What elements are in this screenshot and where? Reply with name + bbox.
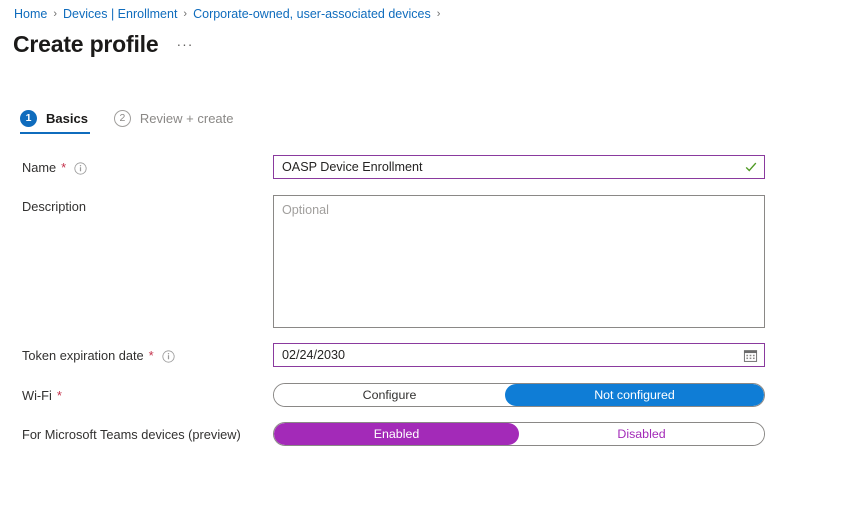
wifi-option-configure[interactable]: Configure [274, 384, 505, 406]
token-expiration-date-label: Token expiration date * [22, 348, 175, 364]
wifi-field-wrapper: Configure Not configured [273, 383, 765, 407]
wifi-label-text: Wi-Fi [22, 388, 52, 403]
valid-check-icon [744, 160, 758, 174]
name-label-text: Name [22, 160, 57, 175]
description-label-text: Description [22, 199, 87, 214]
breadcrumb-item-devices-enrollment[interactable]: Devices | Enrollment [63, 7, 178, 21]
name-required-asterisk: * [61, 160, 67, 175]
tab-review-create-label: Review + create [139, 111, 234, 126]
teams-devices-toggle[interactable]: Enabled Disabled [273, 422, 765, 446]
wifi-required-asterisk: * [56, 388, 62, 403]
more-options-icon[interactable]: ··· [176, 36, 194, 52]
breadcrumb-item-home[interactable]: Home [14, 7, 48, 21]
name-field-wrapper: OASP Device Enrollment [273, 155, 765, 179]
name-input-value: OASP Device Enrollment [282, 160, 423, 174]
description-field-wrapper: Optional [273, 195, 765, 328]
token-expiration-date-input[interactable]: 02/24/2030 [273, 343, 765, 367]
breadcrumb: Home › Devices | Enrollment › Corporate-… [14, 5, 446, 23]
wifi-label: Wi-Fi * [22, 388, 62, 404]
description-label: Description [22, 199, 86, 215]
teams-devices-label-text: For Microsoft Teams devices (preview) [22, 427, 241, 442]
teams-devices-option-enabled[interactable]: Enabled [274, 423, 519, 445]
info-icon[interactable] [74, 161, 87, 175]
info-icon[interactable] [162, 349, 175, 363]
breadcrumb-separator: › [183, 8, 188, 20]
tab-basics-label: Basics [46, 111, 88, 126]
breadcrumb-item-corporate-owned-devices[interactable]: Corporate-owned, user-associated devices [193, 7, 431, 21]
breadcrumb-separator: › [53, 8, 58, 20]
teams-devices-option-disabled[interactable]: Disabled [519, 423, 764, 445]
teams-devices-label: For Microsoft Teams devices (preview) [22, 427, 241, 443]
token-expiration-field-wrapper: 02/24/2030 [273, 343, 765, 367]
page-title: Create profile [13, 31, 159, 57]
token-expiration-date-value: 02/24/2030 [282, 348, 346, 362]
tab-basics-step-number: 1 [20, 110, 37, 127]
token-expiration-required-asterisk: * [148, 348, 154, 363]
wifi-toggle[interactable]: Configure Not configured [273, 383, 765, 407]
tab-review-create[interactable]: 2 Review + create [113, 110, 234, 134]
title-row: Create profile ··· [13, 30, 197, 58]
calendar-icon[interactable] [743, 348, 758, 363]
name-label: Name * [22, 160, 87, 176]
tab-review-create-step-number: 2 [113, 110, 131, 127]
tab-basics[interactable]: 1 Basics [20, 110, 90, 134]
description-textarea[interactable]: Optional [273, 195, 765, 328]
breadcrumb-separator-trailing: › [436, 8, 441, 20]
wizard-tabs: 1 Basics 2 Review + create [20, 110, 234, 134]
name-input[interactable]: OASP Device Enrollment [273, 155, 765, 179]
token-expiration-date-label-text: Token expiration date [22, 348, 144, 363]
wifi-option-not-configured[interactable]: Not configured [505, 384, 764, 406]
teams-devices-field-wrapper: Enabled Disabled [273, 422, 765, 446]
